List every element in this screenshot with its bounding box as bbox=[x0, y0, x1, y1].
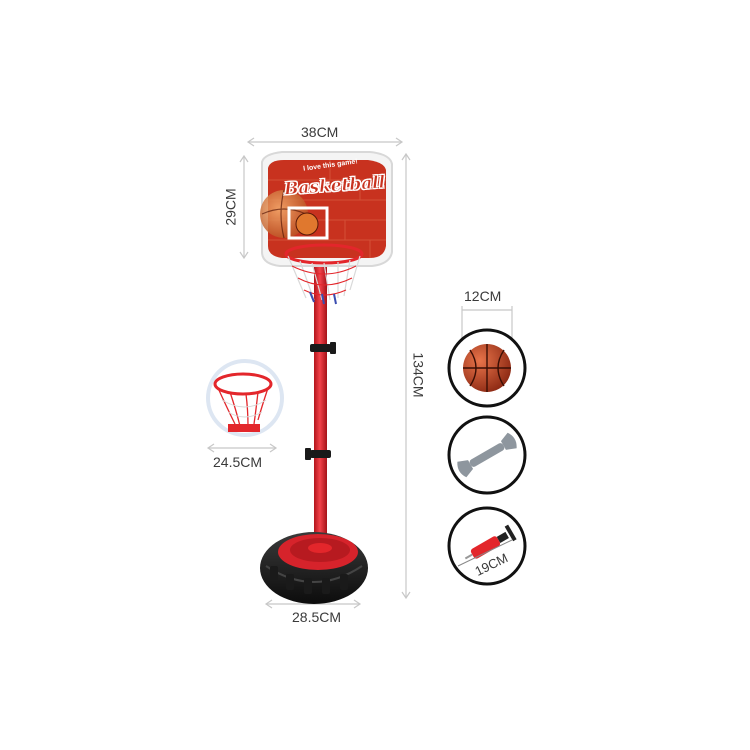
dimension-lines bbox=[206, 137, 513, 609]
wrench-accessory bbox=[447, 415, 527, 495]
basketball-accessory bbox=[447, 328, 527, 408]
total-height-label: 134CM bbox=[410, 352, 427, 398]
pole bbox=[314, 262, 327, 552]
pump-accessory bbox=[447, 506, 527, 586]
pole-clamp bbox=[305, 342, 336, 460]
hoop-diameter-label: 24.5CM bbox=[213, 454, 263, 470]
base-width-label: 28.5CM bbox=[292, 609, 342, 625]
board-height-label: 29CM bbox=[222, 188, 239, 226]
base-tire bbox=[260, 532, 368, 604]
hoop-net bbox=[284, 243, 364, 305]
backboard bbox=[260, 151, 393, 267]
ball-diameter-label: 12CM bbox=[464, 288, 502, 304]
hoop-detail bbox=[206, 359, 284, 437]
board-width-label: 38CM bbox=[301, 124, 339, 140]
